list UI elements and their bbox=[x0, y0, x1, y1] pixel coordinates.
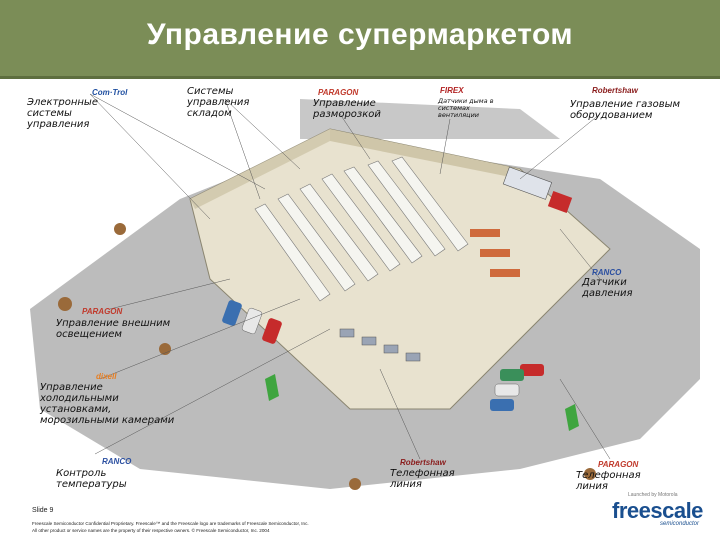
slide-title: Управление супермаркетом bbox=[0, 18, 720, 52]
brand-logo-computrol: Com·Trol bbox=[92, 88, 127, 97]
footer-disclaimer: Freescale Semiconductor Confidential Pro… bbox=[32, 520, 472, 534]
brand-logo-dixell: dixell bbox=[96, 372, 116, 381]
footer-line-2: All other product or service names are t… bbox=[32, 527, 472, 534]
slide-number: Slide 9 bbox=[32, 507, 53, 514]
freescale-subtitle: semiconductor bbox=[660, 521, 699, 527]
brand-logo-paragon-defrost: PARAGON bbox=[318, 88, 358, 97]
brand-logo-robertshaw-phone: Robertshaw bbox=[400, 458, 446, 467]
brand-logo-ranco-pressure: RANCO bbox=[592, 268, 621, 277]
label-refrigeration: Управление холодильными установками, мор… bbox=[40, 382, 180, 426]
label-warehouse-systems: Системы управления складом bbox=[187, 86, 297, 119]
brand-logo-paragon-phone: PARAGON bbox=[598, 460, 638, 469]
brand-logo-ranco-temperature: RANCO bbox=[102, 457, 131, 466]
label-phone-line-2: Телефонная линия bbox=[576, 470, 656, 492]
label-pressure-sensors: Датчики давления bbox=[582, 277, 662, 299]
label-outdoor-lighting: Управление внешним освещением bbox=[56, 318, 206, 340]
brand-logo-robertshaw-gas: Robertshaw bbox=[592, 86, 638, 95]
label-defrost-control: Управление разморозкой bbox=[313, 98, 393, 120]
label-phone-line-1: Телефонная линия bbox=[390, 468, 470, 490]
label-gas-equipment: Управление газовым оборудованием bbox=[570, 99, 690, 121]
footer-line-1: Freescale Semiconductor Confidential Pro… bbox=[32, 520, 472, 527]
brand-logo-paragon-outdoor: PARAGON bbox=[82, 307, 122, 316]
label-temperature-control: Контроль температуры bbox=[56, 468, 146, 490]
label-smoke-sensors: Датчики дыма в системах вентиляции bbox=[438, 98, 498, 119]
label-electronic-control: Электронные системы управления bbox=[27, 97, 107, 130]
brand-logo-firex: FIREX bbox=[440, 86, 464, 95]
